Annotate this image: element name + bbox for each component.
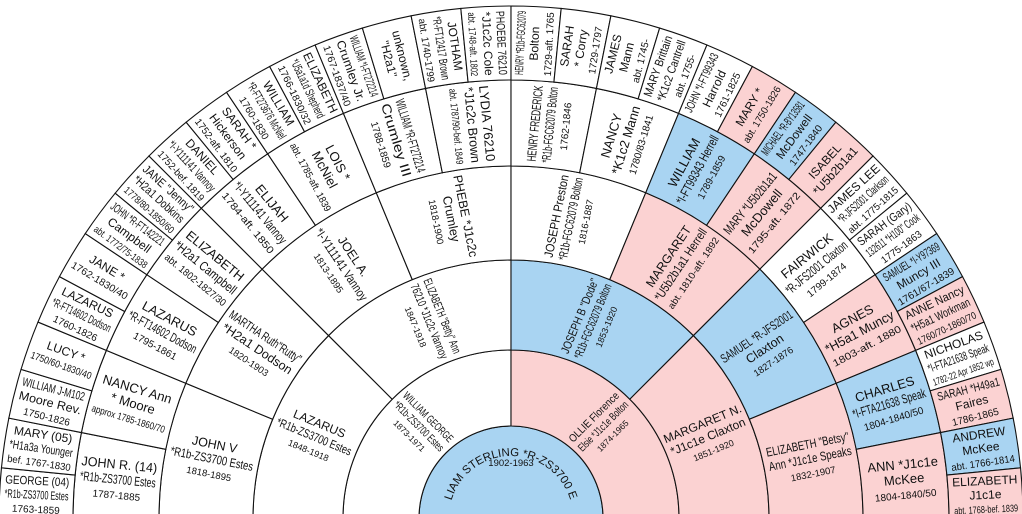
person-label-g4-8: HENRY FREDERICK*R1b-FGC62079 Bolton1762-… (524, 85, 575, 164)
person-name-g5-15-1: *J1c2c Cole (479, 11, 496, 76)
root-dates: 1902-1963 (488, 458, 533, 469)
person-name-g5-31-1: J1c1e (969, 487, 1002, 503)
person-name-g5-0-0: GEORGE (04) (5, 472, 70, 489)
person-name-g5-16-0: HENRY *R1b-FGC62079 (512, 10, 529, 75)
person-name-g5-31-0: ELIZABETH (952, 472, 1018, 489)
person-dates-g4-0: 1787-1885 (92, 488, 141, 504)
person-name-g5-30-1: McKee (961, 439, 1000, 458)
person-dates-g5-0: 1763-1859 (12, 504, 61, 514)
person-name-g4-8-0: HENRY FREDERICK (524, 85, 546, 162)
person-name-g5-15-0: PHOEBE 76210 (493, 11, 510, 76)
person-dates-g5-15: abt. 1748-aft. 1802 (465, 12, 479, 77)
person-name-g4-7-0: LYDIA 76210 (476, 85, 498, 162)
person-name-g5-17-1: * Corry (571, 29, 590, 68)
person-name-g4-0-1: *R1b-ZS3700 Estes (79, 468, 156, 490)
person-name-g4-15-0: ANN *J1c1e (867, 453, 939, 475)
person-dates-g4-8: 1762-1846 (559, 102, 575, 151)
person-dates-g5-16: 1729-aft. 1765 (543, 12, 557, 77)
person-name-g4-0-0: JOHN R. (14) (81, 453, 158, 475)
person-name-g4-15-1: McKee (883, 470, 925, 489)
person-dates-g5-31: abt. 1768-bef. 1839 (954, 503, 1019, 514)
person-name-g5-17-0: SARAH (557, 25, 577, 68)
person-name-g5-16-1: Bolton (527, 26, 543, 61)
person-name-g4-7-1: *J1c2c Brown (461, 86, 483, 163)
person-name-g5-0-1: *R1b-ZS3700 Estes (4, 486, 69, 503)
person-segment-g5-31[interactable] (946, 467, 1022, 514)
segment-layer (0, 5, 1022, 514)
person-name-g4-8-1: *R1b-FGC62079 Bolton (539, 86, 561, 163)
